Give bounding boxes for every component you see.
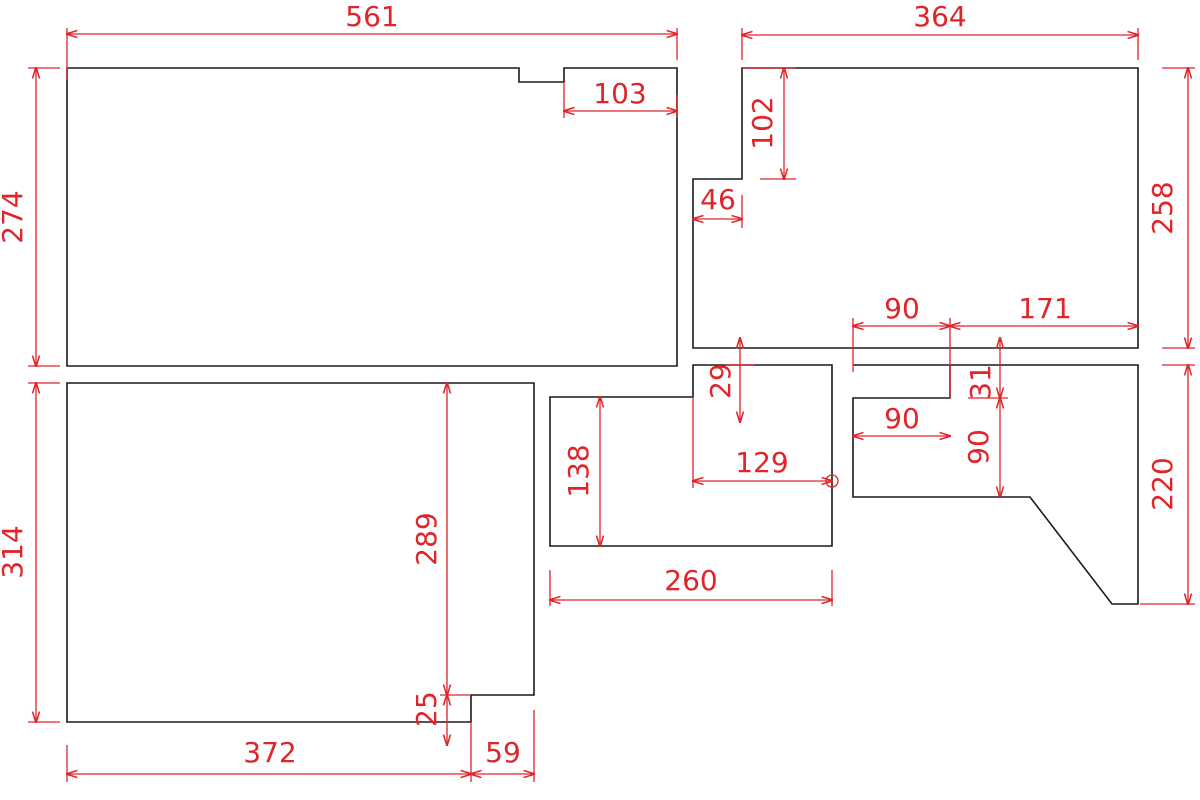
dimension-labels: 561 274 103 364 258 102 46 90 171 31 90 … — [0, 0, 1179, 769]
dim-label-260: 260 — [664, 564, 717, 597]
dim-label-138: 138 — [562, 444, 595, 497]
panel-bottom-left — [66, 382, 535, 723]
dim-label-90-vert: 90 — [962, 429, 995, 465]
panel-top-right — [692, 67, 1139, 349]
dimension-lines — [28, 28, 1195, 782]
dim-label-274: 274 — [0, 190, 29, 243]
dim-label-171: 171 — [1018, 292, 1071, 325]
dim-label-314: 314 — [0, 525, 29, 578]
dim-label-364: 364 — [913, 0, 966, 33]
panel-top-left — [66, 67, 678, 367]
reference-point — [825, 474, 839, 488]
dim-label-289: 289 — [410, 512, 443, 565]
dim-label-90-top: 90 — [884, 292, 920, 325]
dim-label-102: 102 — [746, 96, 779, 149]
dim-label-90-horiz: 90 — [884, 402, 920, 435]
dim-label-29: 29 — [704, 363, 737, 399]
dim-label-103: 103 — [593, 77, 646, 110]
panel-bottom-right — [852, 364, 1139, 605]
dim-label-258: 258 — [1146, 181, 1179, 234]
dim-label-46: 46 — [700, 183, 736, 216]
dim-label-220: 220 — [1146, 457, 1179, 510]
dim-label-31: 31 — [964, 364, 997, 400]
dim-label-129: 129 — [735, 446, 788, 479]
dim-label-25: 25 — [410, 691, 443, 727]
dim-label-372: 372 — [243, 736, 296, 769]
dim-label-59: 59 — [485, 736, 521, 769]
dim-label-561: 561 — [345, 0, 398, 33]
